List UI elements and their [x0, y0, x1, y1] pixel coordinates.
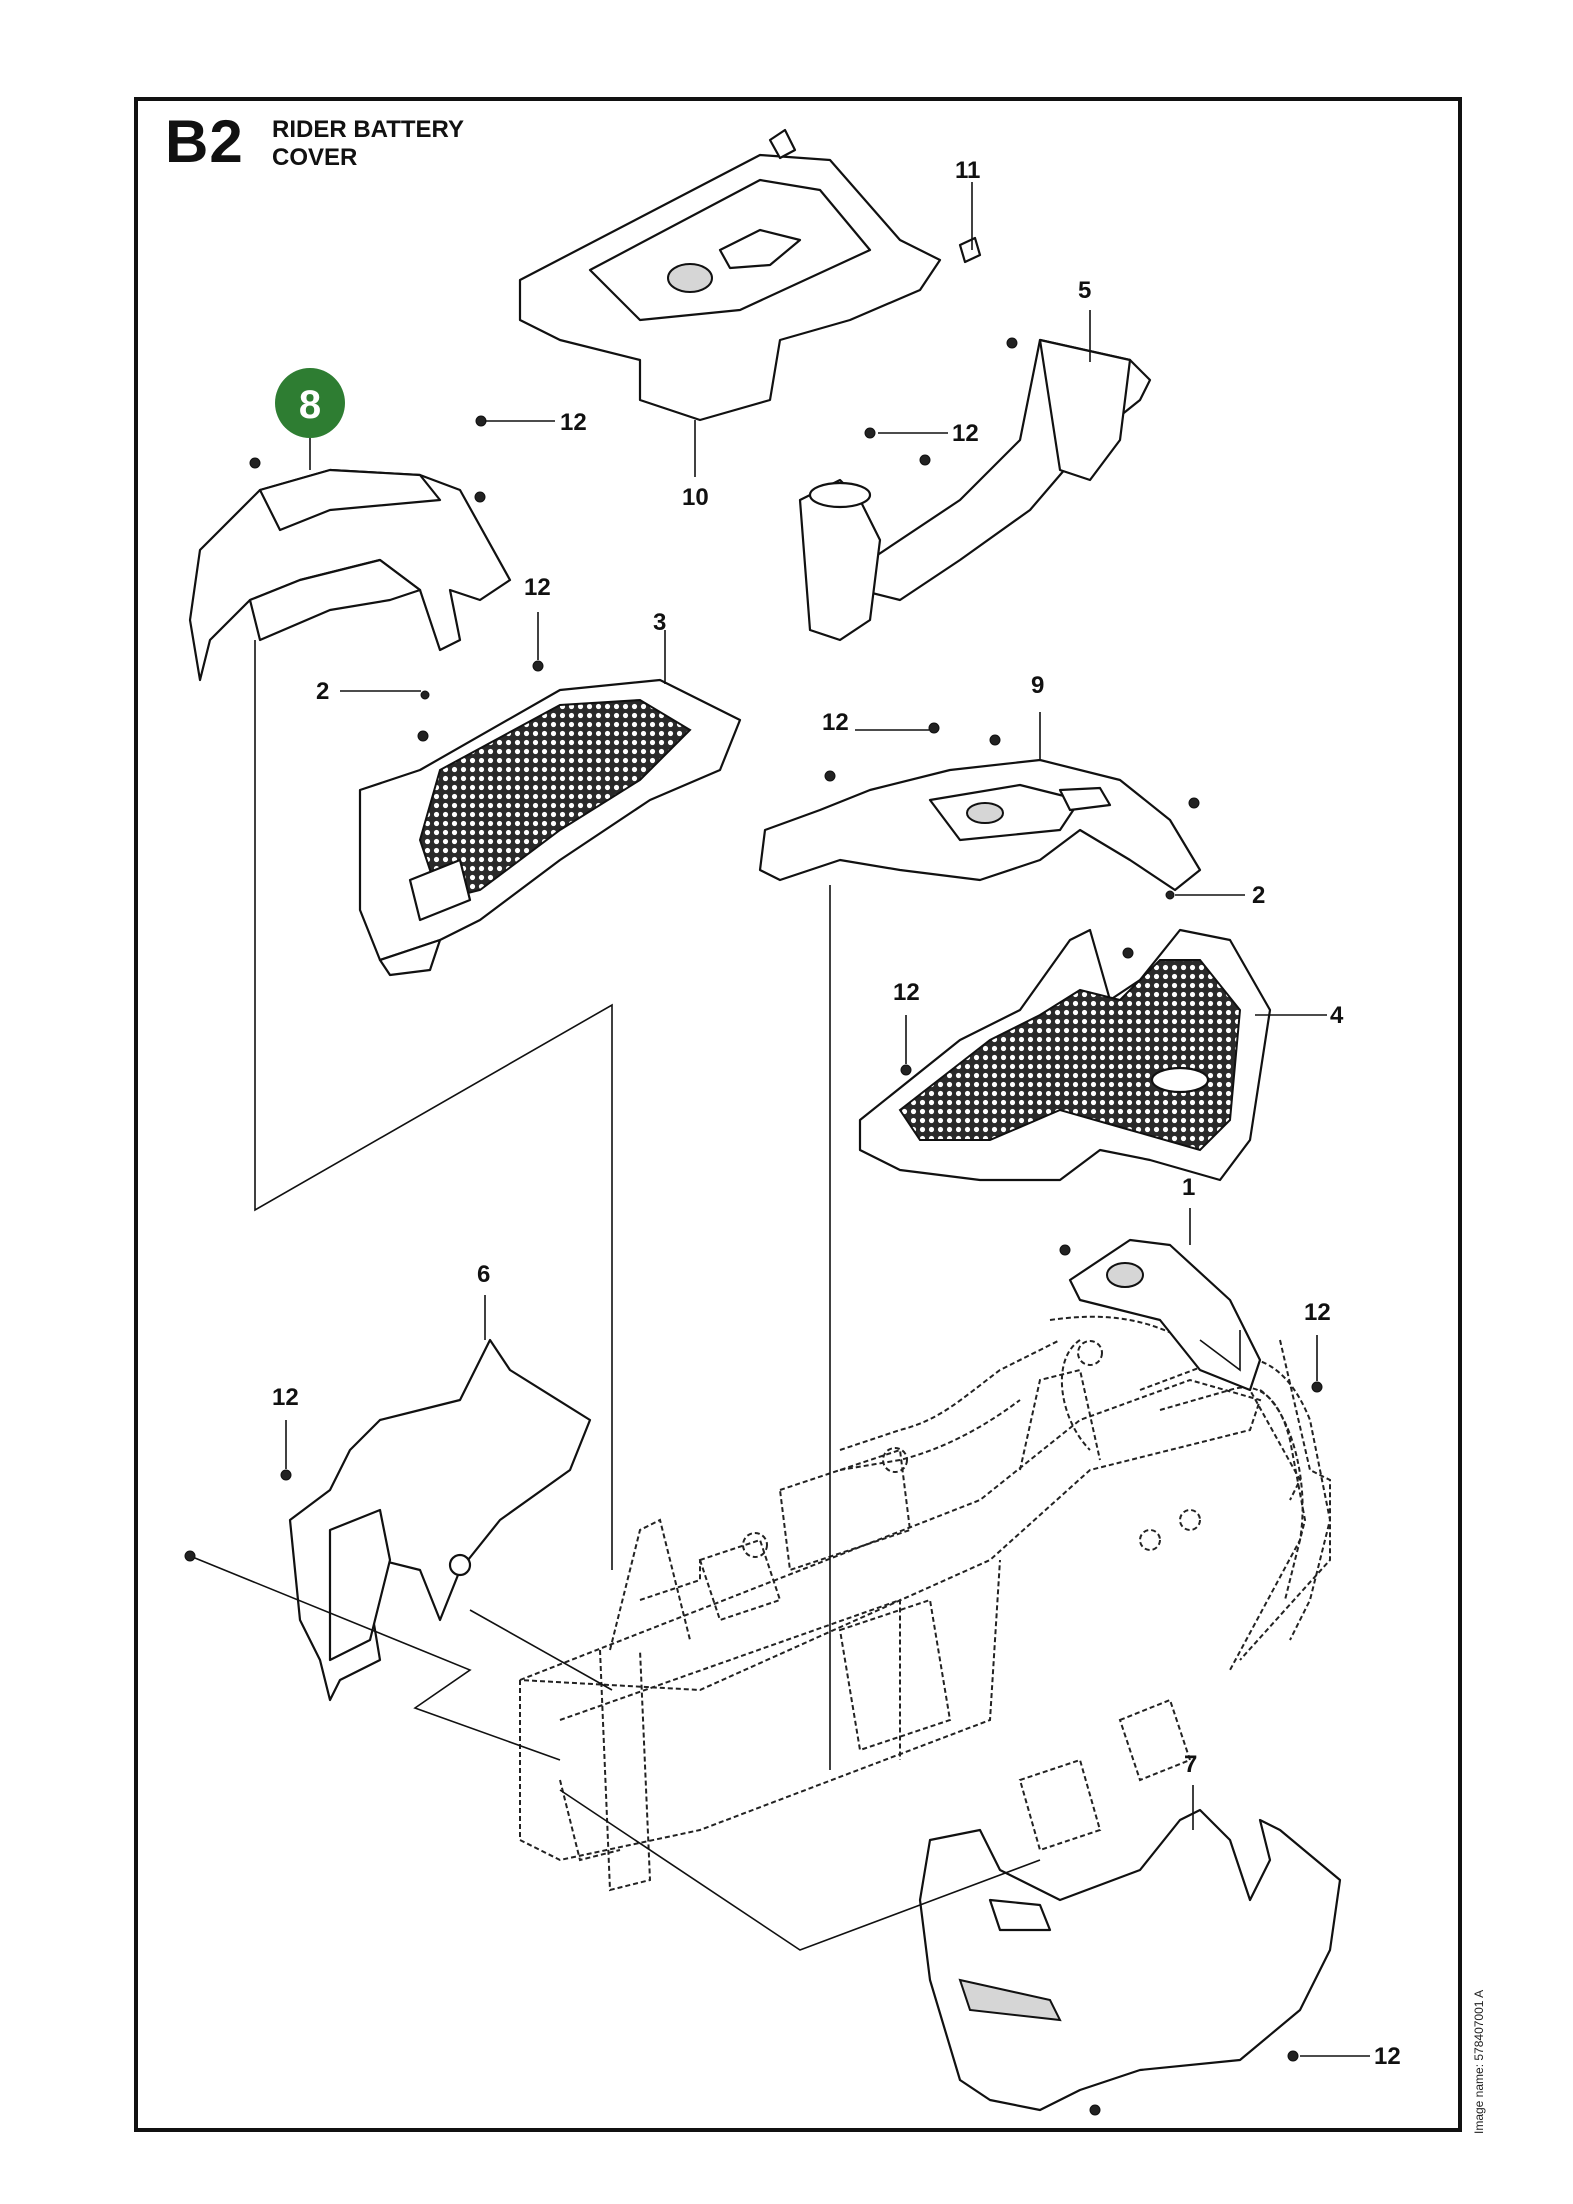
screw: [417, 730, 429, 742]
badge-label: 8: [299, 383, 321, 427]
callout-7: 7: [1184, 1751, 1197, 1778]
callout-12-upper-right: 12: [952, 420, 979, 447]
section-title-line2: COVER: [272, 144, 358, 171]
callout-12-side-panel: 12: [272, 1384, 299, 1411]
callout-12-tray-right: 12: [893, 979, 920, 1006]
callout-12-rear: 12: [1374, 2043, 1401, 2070]
section-code: B2: [165, 108, 244, 175]
callout-9: 9: [1031, 672, 1044, 699]
screw: [928, 722, 940, 734]
callout-3: 3: [653, 609, 666, 636]
callout-12-mid-left: 12: [524, 574, 551, 601]
part-8-left-cover: [188, 468, 512, 682]
screw: [900, 1064, 912, 1076]
callout-2-right: 2: [1252, 882, 1265, 909]
part-7-rear-panel: [918, 1808, 1342, 2112]
screw: [824, 770, 836, 782]
screw: [1122, 947, 1134, 959]
screw: [474, 491, 486, 503]
diagram-frame: [134, 97, 1462, 2132]
screws: [184, 337, 1323, 2116]
callout-12-upper-left: 12: [560, 409, 587, 436]
screw: [1006, 337, 1018, 349]
callout-12-bracket: 12: [1304, 1299, 1331, 1326]
callout-4: 4: [1330, 1002, 1344, 1029]
part-9-center-cover: [758, 758, 1202, 892]
callout-leaders: [285, 182, 1370, 2057]
callout-2-left: 2: [316, 678, 329, 705]
screw: [1188, 797, 1200, 809]
part-3-tray: [358, 678, 742, 977]
screw: [919, 454, 931, 466]
screw: [1287, 2050, 1299, 2062]
assembly-guide-lines: [189, 640, 1241, 1951]
screw: [1089, 2104, 1101, 2116]
image-name-caption: Image name: 578407001 A: [1472, 1989, 1486, 2134]
screw: [1059, 1244, 1071, 1256]
chassis-frame: [519, 1315, 1332, 1892]
part-6-side-panel: [288, 1338, 592, 1702]
callout-11: 11: [955, 157, 980, 184]
screw: [989, 734, 1001, 746]
section-title: RIDER BATTERY COVER: [272, 116, 532, 172]
highlight-badge-8: 8: [275, 368, 345, 438]
callout-6: 6: [477, 1261, 490, 1288]
callout-labels: 12 11 5 10 12 12 3 2 12 9 2 4 12 1 12 6 …: [272, 157, 1401, 2070]
callout-10: 10: [682, 484, 709, 511]
part-5-side-bracket: [798, 338, 1152, 642]
callout-12-center: 12: [822, 709, 849, 736]
badge-circle: [275, 368, 345, 438]
section-title-line1: RIDER BATTERY: [272, 116, 464, 143]
part-4-tray: [858, 928, 1272, 1182]
screw: [475, 415, 487, 427]
callout-5: 5: [1078, 277, 1091, 304]
callout-1: 1: [1182, 1174, 1195, 1201]
screw: [1311, 1381, 1323, 1393]
clip: [1165, 890, 1175, 900]
part-1-bracket: [1068, 1238, 1262, 1392]
screw: [280, 1469, 292, 1481]
clip: [420, 690, 430, 700]
screw: [864, 427, 876, 439]
screw: [249, 457, 261, 469]
screw: [184, 1550, 196, 1562]
part-10-top-cover: [518, 128, 982, 422]
screw: [532, 660, 544, 672]
